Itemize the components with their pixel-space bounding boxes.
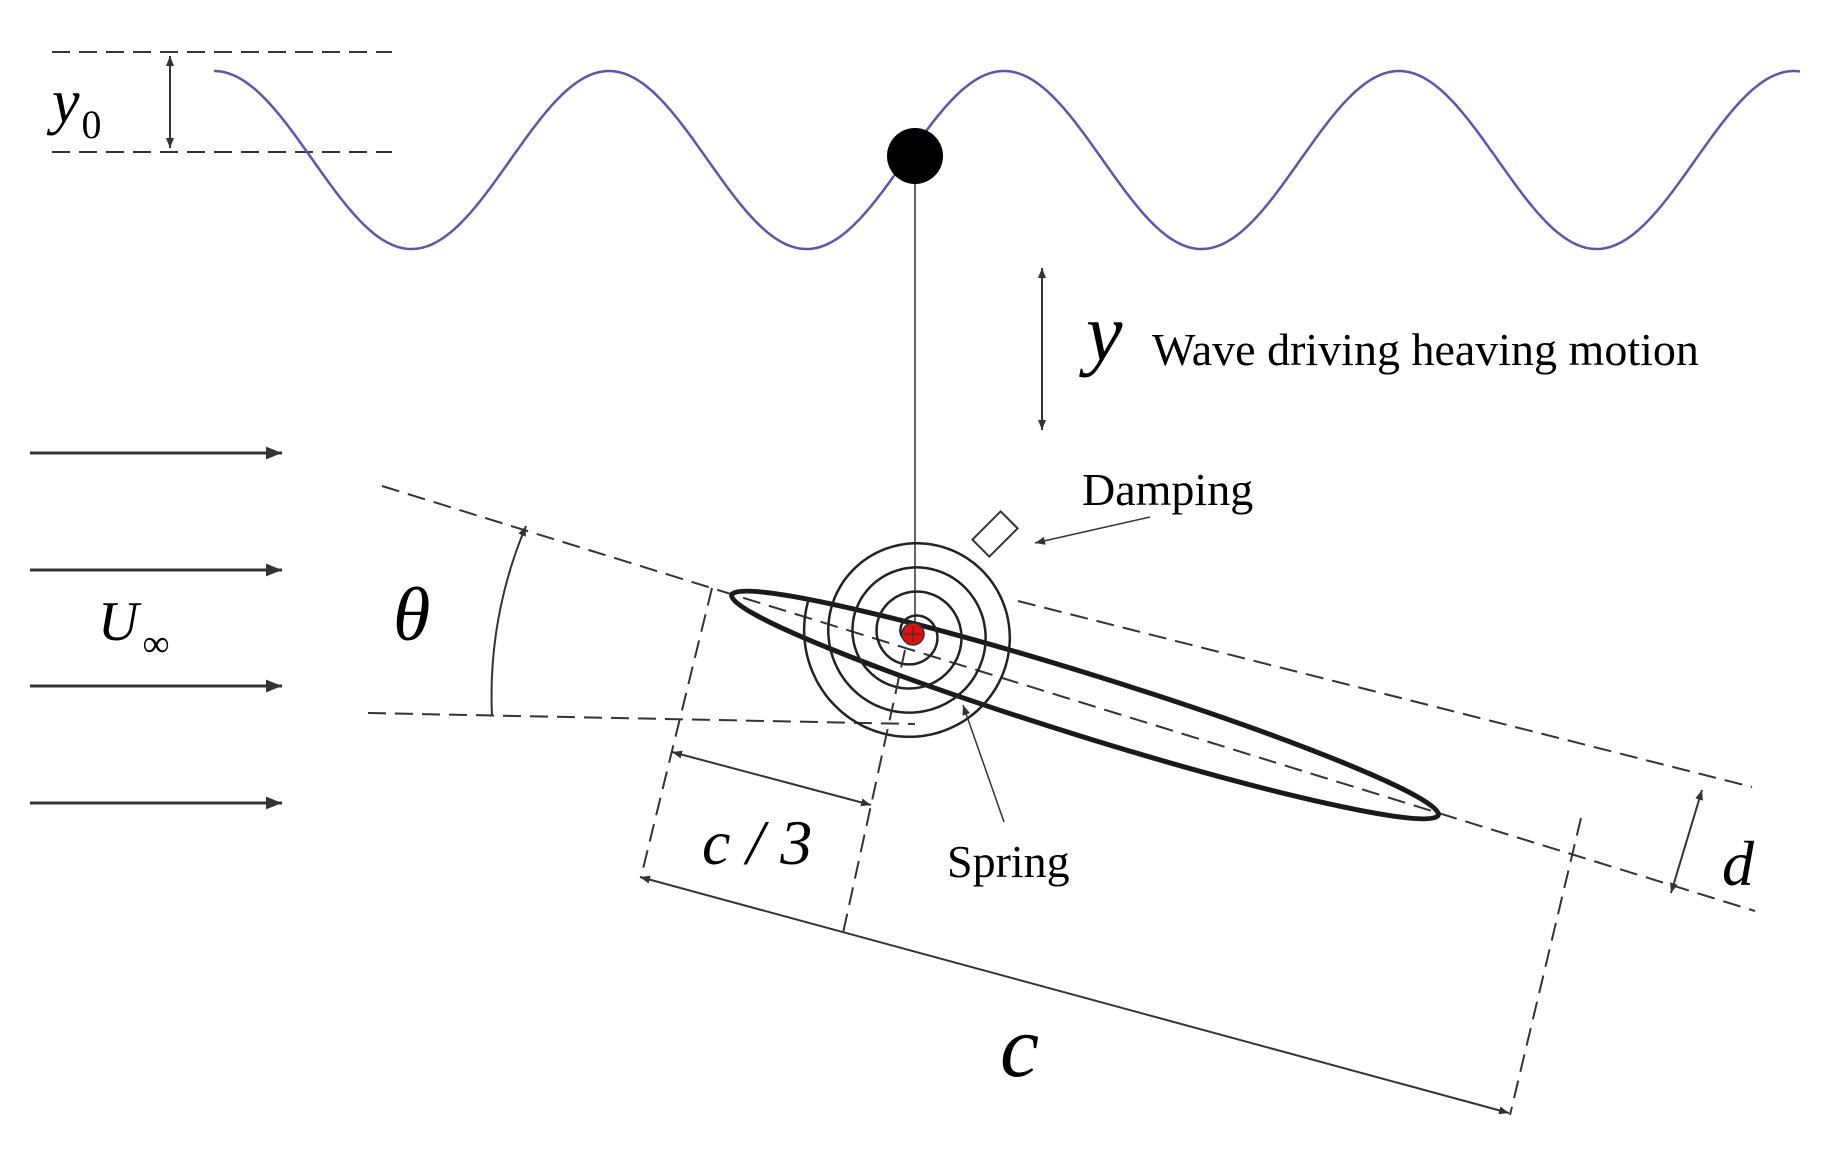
thickness-upper-line xyxy=(1017,600,1753,788)
thickness-d-label: d xyxy=(1722,828,1755,899)
pivot-extension xyxy=(842,649,906,934)
damping-pointer xyxy=(1034,516,1151,545)
wave-curve xyxy=(214,69,1801,251)
heave-caption: Wave driving heaving motion xyxy=(1152,324,1699,375)
horizontal-reference-line xyxy=(367,712,916,725)
theta-label: θ xyxy=(393,573,430,657)
heave-y-label: y xyxy=(1079,287,1123,378)
chord-length-arrow xyxy=(639,875,1510,1115)
trailing-edge-extension xyxy=(1509,817,1582,1116)
one-third-chord-label: c / 3 xyxy=(702,807,812,878)
spring-label: Spring xyxy=(947,836,1070,887)
leading-edge-extension xyxy=(640,587,713,878)
damping-label: Damping xyxy=(1082,464,1253,515)
airfoil-outline xyxy=(729,588,1441,822)
freestream-velocity-label: U∞ xyxy=(98,591,170,665)
damper-icon xyxy=(970,509,1020,559)
thickness-arrow xyxy=(1670,789,1703,894)
one-third-chord-arrow xyxy=(671,750,872,807)
spring-pointer xyxy=(962,704,1005,823)
pitch-angle-arc xyxy=(490,525,527,717)
heaving-mass-icon xyxy=(887,128,943,184)
chord-line-extended xyxy=(381,485,1756,912)
y0-label: y0 xyxy=(46,68,102,147)
chord-length-label: c xyxy=(1000,999,1039,1096)
spring-icon xyxy=(802,542,1012,739)
